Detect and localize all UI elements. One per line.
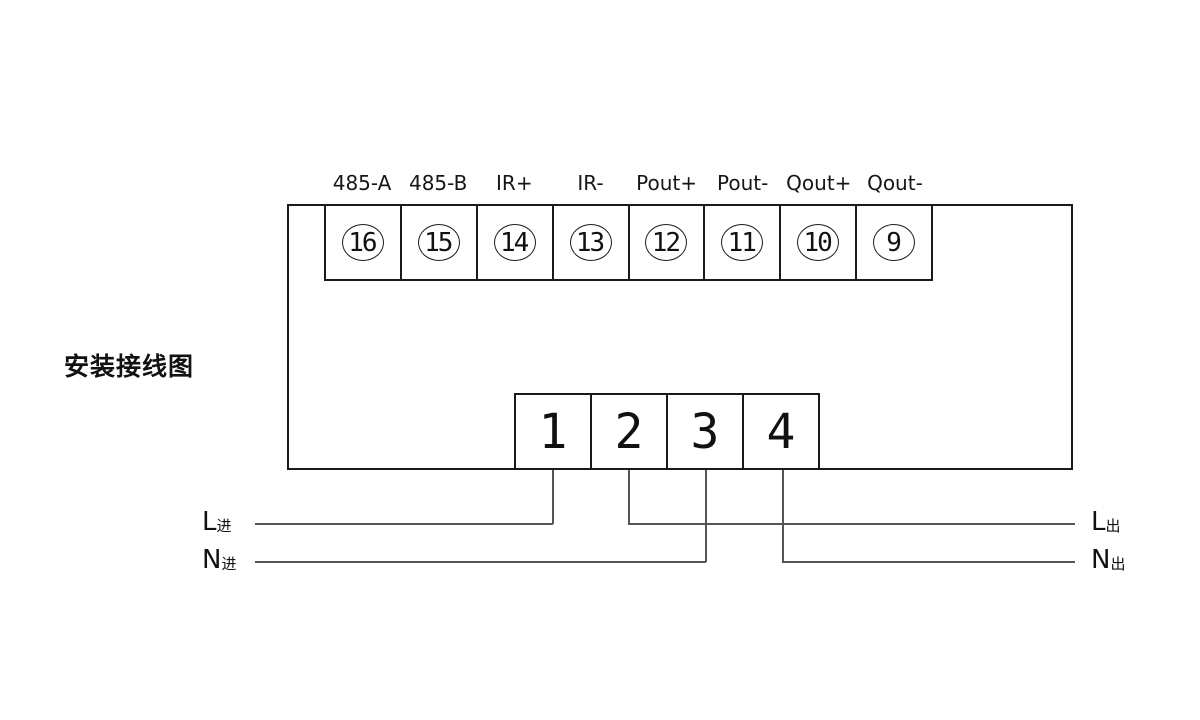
wire-l-in-horizontal [255,523,553,525]
terminal-box-1: 1 [516,395,592,468]
terminal-number: 4 [766,403,796,460]
wire-label-l-out-subscript: 出 [1105,517,1121,535]
terminal-box-14: 14 [478,206,554,279]
wire-label-n-in-letter: N [202,545,222,575]
terminal-box-16: 16 [326,206,402,279]
terminal-box-11: 11 [705,206,782,279]
wire-l-out-horizontal [628,523,1075,525]
wire-n-in-vertical [705,470,707,562]
circled-terminal-number: 11 [721,224,764,261]
terminal-box-4: 4 [744,395,818,468]
wire-l-out-vertical [628,470,630,524]
circled-terminal-number: 16 [341,224,384,261]
bottom-terminal-strip: 1 2 3 4 [514,393,820,470]
top-terminal-strip: 16 15 14 13 12 11 10 9 [324,204,933,281]
terminal-label-ir-plus: IR+ [496,171,533,195]
wire-label-l-in: L进 [202,507,232,540]
wire-n-in-horizontal [255,561,706,563]
terminal-label-pout-minus: Pout- [717,171,769,195]
circled-terminal-number: 13 [569,224,612,261]
terminal-label-pout-plus: Pout+ [636,171,697,195]
terminal-box-2: 2 [592,395,668,468]
wire-label-n-out-subscript: 出 [1110,555,1126,573]
circled-terminal-number: 9 [873,224,916,261]
wire-label-n-out-letter: N [1091,545,1111,575]
terminal-label-485-a: 485-A [332,171,392,195]
terminal-box-10: 10 [781,206,858,279]
wire-label-l-in-letter: L [202,507,217,537]
terminal-label-qout-minus: Qout- [867,171,923,195]
wire-label-n-out: N出 [1091,545,1125,578]
terminal-number: 2 [614,403,644,460]
terminal-label-qout-plus: Qout+ [786,171,852,195]
wire-label-l-out: L出 [1091,507,1121,540]
wire-label-n-in: N进 [202,545,236,578]
wire-label-l-in-subscript: 进 [216,517,232,535]
terminal-label-ir-minus: IR- [577,171,604,195]
terminal-box-13: 13 [554,206,630,279]
wire-n-out-horizontal [782,561,1075,563]
wire-label-n-in-subscript: 进 [221,555,237,573]
terminal-label-485-b: 485-B [408,171,468,195]
terminal-box-3: 3 [668,395,744,468]
wire-l-in-vertical [552,470,554,524]
circled-terminal-number: 12 [645,224,688,261]
top-terminal-labels-row: 485-A 485-B IR+ IR- Pout+ Pout- Qout+ Qo… [324,171,933,197]
circled-terminal-number: 15 [417,224,460,261]
wire-n-out-vertical [782,470,784,562]
circled-terminal-number: 10 [797,224,840,261]
wire-label-l-out-letter: L [1091,507,1106,537]
diagram-title: 安装接线图 [64,352,195,381]
terminal-box-9: 9 [857,206,931,279]
terminal-box-15: 15 [402,206,478,279]
terminal-number: 3 [690,403,720,460]
terminal-box-12: 12 [630,206,706,279]
circled-terminal-number: 14 [493,224,536,261]
terminal-number: 1 [538,403,568,460]
